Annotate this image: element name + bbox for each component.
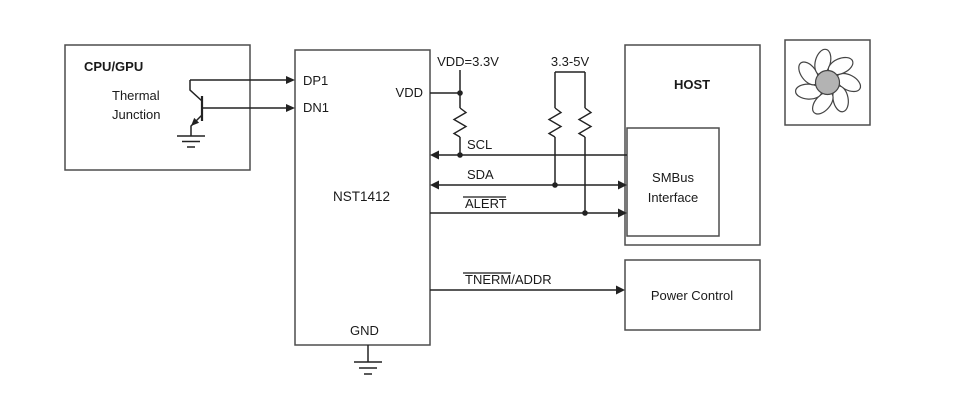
smbus-interface-box	[626, 127, 720, 237]
fan-hub	[814, 69, 841, 96]
therm-addr-label: TNERM/ADDR	[465, 272, 552, 287]
cpu-ground-symbol	[177, 135, 205, 148]
nst1412-chip-box	[294, 49, 431, 346]
transistor-collector	[189, 80, 203, 102]
power-control-box	[624, 259, 761, 331]
thermal-label: Thermal	[112, 88, 160, 103]
alert-label: ALERT	[465, 196, 507, 211]
pin-label-vdd: VDD	[396, 85, 423, 100]
power-control-label: Power Control	[651, 288, 733, 303]
fan-box	[784, 39, 871, 126]
scl-pullup-resistor	[452, 107, 468, 138]
pullup-supply-label: 3.3-5V	[551, 54, 590, 69]
host-title: HOST	[674, 77, 710, 92]
host-box	[624, 44, 761, 246]
sda-arrowhead-left	[430, 180, 439, 190]
thermal-transistor-symbol	[177, 80, 205, 148]
sda-arrowhead-right	[618, 180, 627, 190]
alert-arrowhead-right	[618, 208, 627, 218]
transistor-emitter	[190, 114, 203, 136]
dp1-arrowhead	[286, 76, 295, 84]
smbus-label-line2: Interface	[648, 190, 699, 205]
dn1-arrowhead	[286, 104, 295, 112]
sda-label: SDA	[467, 167, 494, 182]
cpu-gpu-title: CPU/GPU	[84, 59, 143, 74]
sda-pullup-resistor	[547, 107, 563, 138]
therm-arrowhead-right	[616, 285, 625, 295]
chip-ground-symbol	[354, 361, 382, 375]
emitter-arrowhead	[191, 117, 200, 126]
junction-label: Junction	[112, 107, 160, 122]
pin-label-dp1: DP1	[303, 73, 328, 88]
chip-name-label: NST1412	[333, 189, 390, 204]
vdd-supply-label: VDD=3.3V	[437, 54, 499, 69]
scl-arrowhead-left	[430, 150, 439, 160]
pin-label-gnd: GND	[350, 323, 379, 338]
smbus-label-line1: SMBus	[652, 170, 694, 185]
alert-pullup-resistor	[577, 107, 593, 138]
pin-label-dn1: DN1	[303, 100, 329, 115]
scl-label: SCL	[467, 137, 492, 152]
fan-icon	[794, 48, 862, 115]
